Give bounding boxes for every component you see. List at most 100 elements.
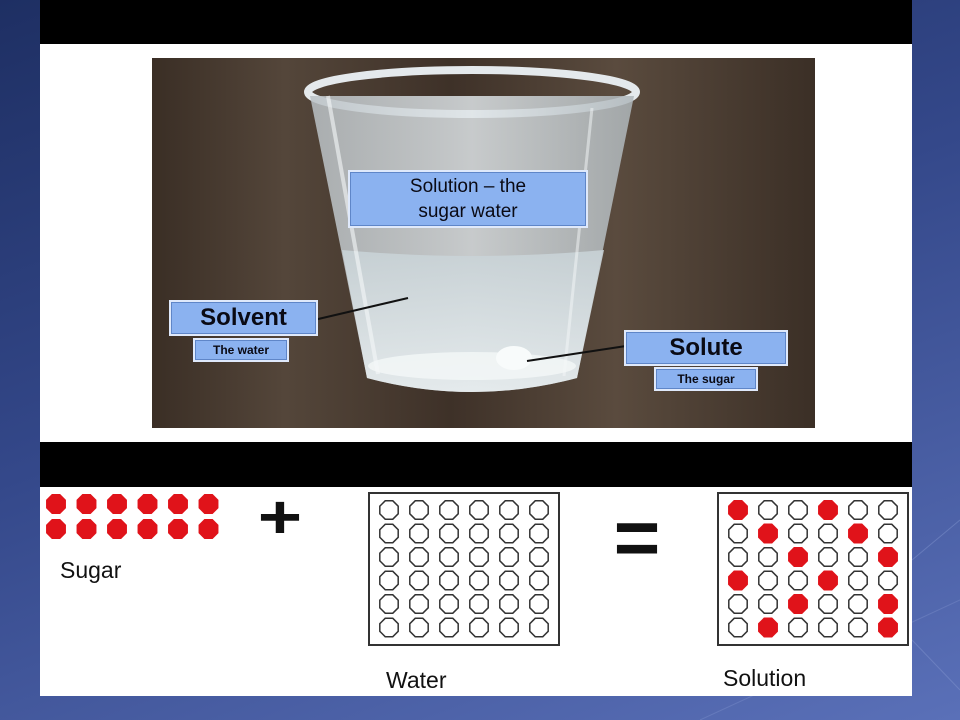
water-molecule-empty — [469, 523, 489, 544]
sugar-molecule-filled — [198, 494, 219, 514]
slide: Solution – the sugar water Solvent The w… — [40, 0, 912, 696]
solution-molecule-empty — [728, 547, 748, 567]
solution-molecule-empty — [728, 523, 748, 544]
water-molecule-empty — [439, 500, 459, 520]
equals-sign-text: = — [614, 507, 661, 577]
water-molecule-empty — [409, 570, 429, 591]
water-molecule-empty — [409, 523, 429, 544]
water-molecule-empty — [379, 547, 399, 567]
sugar-caption: Sugar — [60, 557, 122, 583]
water-molecule-empty — [499, 547, 519, 567]
sugar-molecule-filled — [107, 494, 127, 514]
solute-sublabel: The sugar — [654, 367, 758, 391]
solution-molecule-empty — [878, 570, 898, 591]
solution-molecule-filled — [758, 617, 778, 638]
water-molecule-empty — [499, 570, 519, 591]
solution-molecule-empty — [848, 570, 868, 591]
solution-molecule-empty — [788, 500, 808, 520]
solution-molecule-empty — [818, 594, 838, 614]
solution-grid-box — [717, 492, 909, 646]
solution-molecule-empty — [758, 500, 778, 520]
water-grid-box — [368, 492, 560, 646]
water-molecule-empty — [439, 570, 459, 591]
solution-molecule-filled — [848, 523, 868, 544]
solution-molecule-empty — [848, 547, 868, 567]
solution-molecule-empty — [788, 570, 808, 591]
solute-label: Solute — [624, 330, 788, 366]
water-molecule-empty — [499, 594, 519, 614]
solvent-label: Solvent — [169, 300, 318, 336]
solution-molecule-filled — [758, 523, 778, 544]
sugar-molecules — [46, 494, 219, 539]
water-molecule-empty — [499, 523, 519, 544]
water-molecule-empty — [469, 594, 489, 614]
solution-molecule-empty — [878, 523, 898, 544]
water-molecule-empty — [409, 547, 429, 567]
middle-black-bar — [40, 442, 912, 487]
water-molecule-empty — [409, 594, 429, 614]
solution-molecule-empty — [878, 500, 898, 520]
water-molecule-empty — [439, 617, 459, 638]
sugar-molecule-filled — [137, 519, 158, 539]
sugar-molecule-filled — [76, 494, 97, 514]
solution-molecules — [728, 500, 898, 638]
solution-molecule-filled — [818, 570, 838, 591]
water-molecule-empty — [469, 617, 489, 638]
water-molecule-empty — [469, 500, 489, 520]
water-molecule-empty — [409, 617, 429, 638]
plus-sign: + — [258, 487, 302, 547]
water-molecule-empty — [379, 523, 399, 544]
water-molecule-empty — [529, 523, 549, 544]
water-molecule-empty — [499, 617, 519, 638]
water-molecules — [379, 500, 549, 638]
sugar-molecule-filled — [76, 519, 97, 539]
plus-sign-text: + — [258, 487, 302, 547]
water-molecule-empty — [409, 500, 429, 520]
solution-label-line1: Solution – the — [409, 176, 527, 197]
cup-photo: Solution – the sugar water Solvent The w… — [152, 58, 815, 428]
solution-molecule-empty — [848, 594, 868, 614]
top-black-bar — [40, 0, 912, 44]
solvent-sublabel: The water — [193, 338, 289, 362]
solution-molecule-filled — [878, 617, 898, 638]
solution-molecule-empty — [758, 594, 778, 614]
solution-molecule-filled — [728, 500, 748, 520]
solution-molecule-filled — [788, 594, 808, 614]
solution-molecule-empty — [788, 617, 808, 638]
sugar-molecule-filled — [46, 494, 66, 514]
solution-molecule-empty — [728, 594, 748, 614]
water-molecule-empty — [529, 570, 549, 591]
water-molecule-empty — [499, 500, 519, 520]
solution-molecule-empty — [818, 523, 838, 544]
sugar-water-diagram: + = Sugar Water Solution — [40, 487, 912, 696]
solution-molecule-empty — [848, 500, 868, 520]
solution-molecule-empty — [818, 617, 838, 638]
sugar-molecule-filled — [198, 519, 219, 539]
sugar-molecule-filled — [168, 494, 188, 514]
solution-molecule-filled — [878, 594, 898, 614]
water-molecule-empty — [439, 547, 459, 567]
solution-molecule-empty — [728, 617, 748, 638]
sugar-molecule-filled — [46, 519, 66, 539]
equals-sign: = — [614, 507, 661, 577]
sugar-molecule-filled — [107, 519, 127, 539]
solution-molecule-empty — [818, 547, 838, 567]
solution-molecule-filled — [818, 500, 838, 520]
sugar-molecule-filled — [168, 519, 188, 539]
solution-molecule-empty — [788, 523, 808, 544]
water-molecule-empty — [379, 500, 399, 520]
water-molecule-empty — [469, 547, 489, 567]
solution-label: Solution – the sugar water — [348, 170, 588, 228]
water-molecule-empty — [529, 594, 549, 614]
solution-molecule-filled — [728, 570, 748, 591]
water-molecule-empty — [529, 617, 549, 638]
water-caption: Water — [386, 667, 447, 693]
water-molecule-empty — [439, 523, 459, 544]
water-molecule-empty — [379, 570, 399, 591]
water-molecule-empty — [439, 594, 459, 614]
sugar-molecule-filled — [137, 494, 158, 514]
solution-molecule-filled — [788, 547, 808, 567]
water-molecule-empty — [529, 547, 549, 567]
water-molecule-empty — [379, 594, 399, 614]
solution-molecule-filled — [878, 547, 898, 567]
